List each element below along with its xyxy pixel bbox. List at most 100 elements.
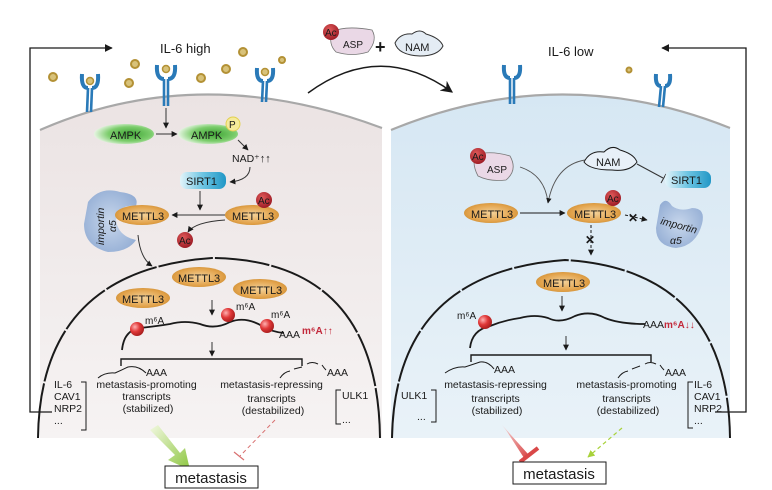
il6-ligand [124,78,134,88]
svg-text:METTL3: METTL3 [122,211,164,223]
il6-receptor [154,64,178,106]
inhibit-bar [518,446,540,464]
svg-text:Ac: Ac [258,196,270,207]
polya-tail: AAA [643,319,664,331]
importin-a5: importin α5 [84,190,137,252]
metastasis-outcome-left: metastasis [175,470,247,487]
right-feedback-arrow [661,44,747,413]
right-cell [390,93,731,439]
svg-text:importin: importin [95,207,107,245]
svg-text:SIRT1: SIRT1 [186,176,217,188]
il6-ligand [238,47,248,57]
promoting-transcripts-label: metastasis-promoting transcripts (stabil… [96,379,199,415]
phosphate-label: P [229,120,236,131]
m6a-modification [260,319,274,333]
il6-ligand [625,66,633,74]
fate-bracket [120,358,303,366]
left-cytoplasm [40,94,382,439]
m6a-level-up: m⁶A↑↑ [302,326,333,337]
stable-transcript [444,361,495,374]
fate-bracket [470,354,652,362]
block-x-icon: ✕ [628,211,638,225]
left-feedback-arrow [29,44,113,413]
svg-text:AAA: AAA [665,367,686,379]
weak-promote-arrow [587,427,623,458]
mettl3-deacetylated: METTL3 [115,205,169,225]
right-cell-membrane [390,93,731,132]
nam: NAM [583,146,638,171]
svg-text:AAA: AAA [327,367,348,379]
left-cell-membrane [39,93,383,132]
svg-text:m⁶A: m⁶A [236,302,255,313]
arrow-import-to-nucleus [137,234,153,267]
mettl3-acetylated: METTL3 Ac [225,192,279,225]
nam-drug: NAM [394,30,444,57]
metastasis-box [512,461,607,485]
metastasis-outcome-right: metastasis [523,466,595,483]
promote-metastasis-arrow [150,425,190,470]
svg-text:α5: α5 [107,220,119,232]
polya-tail: AAA [279,329,300,341]
repressing-gene-list: ULK1 ... [342,390,371,426]
acetylated-asp: Ac ASP [470,148,514,181]
repressing-transcripts-label: metastasis-repressing transcripts (desta… [220,379,326,417]
mettl3-unmodified: METTL3 [464,203,518,223]
asp-drug: Ac ASP [323,24,375,55]
acetyl-group [605,190,621,206]
nad-label: NAD⁺↑↑ [232,153,271,165]
nam-label: NAM [405,42,429,54]
degraded-transcript [617,362,665,379]
inhibit-bar [660,173,667,184]
arrow-ampk-to-nad [237,139,249,151]
released-acetyl: Ac [177,232,193,248]
svg-text:AAA: AAA [146,367,167,379]
repressing-gene-bracket [431,389,437,423]
il6-ligands [48,47,633,88]
il6-ligand [221,64,231,74]
nuclear-mettl3: METTL3 [116,288,170,308]
svg-text:AAA: AAA [494,364,515,376]
arrow-nad-to-sirt1 [229,166,251,185]
svg-text:METTL3: METTL3 [574,209,616,221]
promoting-gene-list: IL-6 CAV1 NRP2 ... [694,379,725,427]
left-cell [37,93,383,439]
nuclear-mettl3: METTL3 [233,279,287,299]
arrow-ac-release [187,219,226,233]
repressing-gene-list: ULK1 ... [401,390,430,423]
metastasis-box [164,465,259,489]
promoting-gene-bracket [81,381,87,431]
asp-label: ASP [343,40,363,51]
svg-text:METTL3: METTL3 [471,209,513,221]
svg-text:Ac: Ac [472,152,484,163]
repressing-gene-bracket [335,389,341,425]
il6-ligand [130,59,140,69]
svg-text:α5: α5 [670,235,682,247]
il6-ligand [278,56,286,64]
svg-text:METTL3: METTL3 [543,278,585,290]
inhibit-metastasis-arrow [502,425,528,458]
sirt1: SIRT1 [180,172,226,189]
nuclear-mettl3-right: METTL3 [536,272,590,292]
degraded-transcript [279,362,327,379]
svg-text:ASP: ASP [487,165,507,176]
svg-text:SIRT1: SIRT1 [671,175,702,187]
right-nucleus-envelope [391,258,731,439]
sirt1-inhibited: SIRT1 [665,171,711,188]
nuclear-mettl3: METTL3 [172,267,226,287]
svg-text:Ac: Ac [607,194,619,205]
acetyl-group [470,148,486,164]
acetyl-group [323,24,339,40]
m6a-modification [130,322,144,336]
repressing-transcripts-label: metastasis-repressing transcripts (stabi… [444,379,550,417]
nam-inhibits-sirt1 [636,163,664,179]
il6-ligand [196,73,206,83]
m6a-modification [478,315,492,329]
svg-text:METTL3: METTL3 [178,273,220,285]
svg-text:METTL3: METTL3 [240,285,282,297]
ampk-inactive: AMPK [94,124,154,144]
blocked-importin-binding [624,214,648,222]
il6-ligand [48,72,58,82]
m6a-level-down: m⁶A↓↓ [664,320,695,331]
weak-inhibit-arrow [239,419,276,457]
